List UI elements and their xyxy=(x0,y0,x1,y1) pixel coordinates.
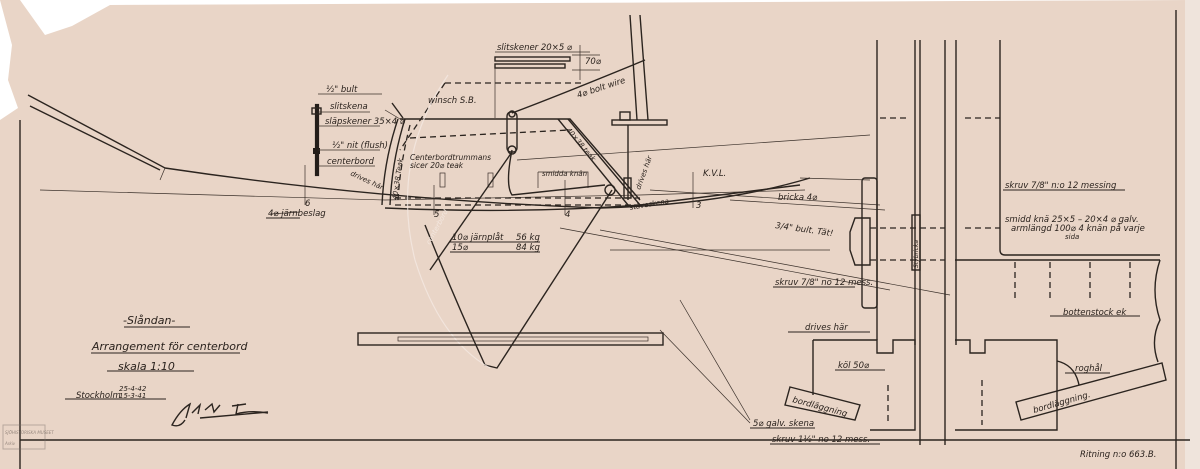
title-block: -Slåndan- Arrangement för centerbord ska… xyxy=(65,314,1156,460)
centerboard-pin-detail xyxy=(311,93,382,177)
label-skruv-bottom: skruv 1½" no 12 mess. xyxy=(772,435,870,445)
centerboard-lowered xyxy=(406,74,613,369)
label-plate-10-weight: 56 kg xyxy=(516,233,540,243)
label-roghal: roghål xyxy=(1075,363,1103,374)
label-knee-2: armlängd 100⌀ 4 knän på varje xyxy=(1011,223,1145,234)
place: Stockholm xyxy=(76,391,121,401)
label-smidda-knan: smidda knän xyxy=(542,170,587,178)
label-kol: köl 50⌀ xyxy=(838,361,869,371)
border-frame xyxy=(19,10,1190,469)
drawing-scale: skala 1:10 xyxy=(118,360,175,373)
label-nit: ½" nit (flush) xyxy=(332,141,388,151)
label-plate-15-weight: 84 kg xyxy=(516,243,540,253)
drawing-subject: Arrangement för centerbord xyxy=(91,340,249,353)
label-bricka: bricka 4⌀ xyxy=(778,193,817,203)
paper-edge xyxy=(1185,0,1200,469)
label-skruv-mess: skruv 7/8" no 12 mess. xyxy=(775,278,873,288)
label-bottenstock: bottenstock ek xyxy=(1063,308,1127,318)
date-original: 15-3-41 xyxy=(119,392,146,400)
slitskena-bar xyxy=(357,332,664,346)
label-galv-skena: 5⌀ galv. skena xyxy=(753,419,814,429)
svg-text:Arkiv: Arkiv xyxy=(4,441,16,446)
lifting-post xyxy=(611,14,668,200)
label-winsch: winsch S.B. xyxy=(428,96,477,106)
label-plate-15: 15⌀ xyxy=(452,243,468,253)
station-3: 3 xyxy=(696,201,701,211)
lifting-linkage xyxy=(506,59,646,196)
label-slitskena: slitskena xyxy=(330,102,368,112)
drawing-number: Ritning n:o 663.B. xyxy=(1080,450,1156,460)
leader-lines xyxy=(269,134,951,424)
centerboard-trunk xyxy=(381,82,641,206)
station-5: 5 xyxy=(434,210,439,220)
station-6: 6 xyxy=(305,199,311,209)
signature xyxy=(171,402,269,427)
label-slitskener: slitskener 20×5 ⌀ xyxy=(497,43,572,53)
label-centerbord: centerbord xyxy=(327,157,374,167)
label-slapskener: släpskener 35×4 ⌀ xyxy=(325,117,405,127)
label-trunk-1: Centerbordtrummans xyxy=(410,153,491,162)
vessel-name: -Slåndan- xyxy=(123,314,175,327)
pivot-pin-icon xyxy=(508,110,516,118)
label-drives-har-section: drives här xyxy=(805,323,848,333)
label-trunk-2: sicer 20⌀ teak xyxy=(410,161,464,170)
label-jarnbeslag: 4⌀ järnbeslag xyxy=(268,209,326,219)
svg-text:SJÖHISTORISKA MUSEET: SJÖHISTORISKA MUSEET xyxy=(5,430,54,435)
slitskener-detail xyxy=(494,45,600,118)
archive-stamp: SJÖHISTORISKA MUSEET Arkiv xyxy=(2,424,54,450)
label-bolt: ½" bult xyxy=(326,85,358,95)
label-dimension-70: 70⌀ xyxy=(585,57,601,67)
label-kvl: K.V.L. xyxy=(703,169,726,179)
label-skruv-messing: skruv 7/8" n:o 12 messing xyxy=(1005,181,1117,191)
label-stybricka: Stybricka xyxy=(913,240,920,268)
label-plate-10: 10⌀ järnplåt xyxy=(452,232,504,243)
section-view xyxy=(784,40,1167,445)
date-revised: 25-4-42 xyxy=(119,385,147,393)
label-knee-1: smidd knä 25×5 – 20×4 ⌀ galv. xyxy=(1005,215,1139,225)
station-marks: 6 5 4 3 xyxy=(304,165,701,220)
label-knee-3: sida xyxy=(1065,233,1079,241)
station-4: 4 xyxy=(565,210,570,220)
